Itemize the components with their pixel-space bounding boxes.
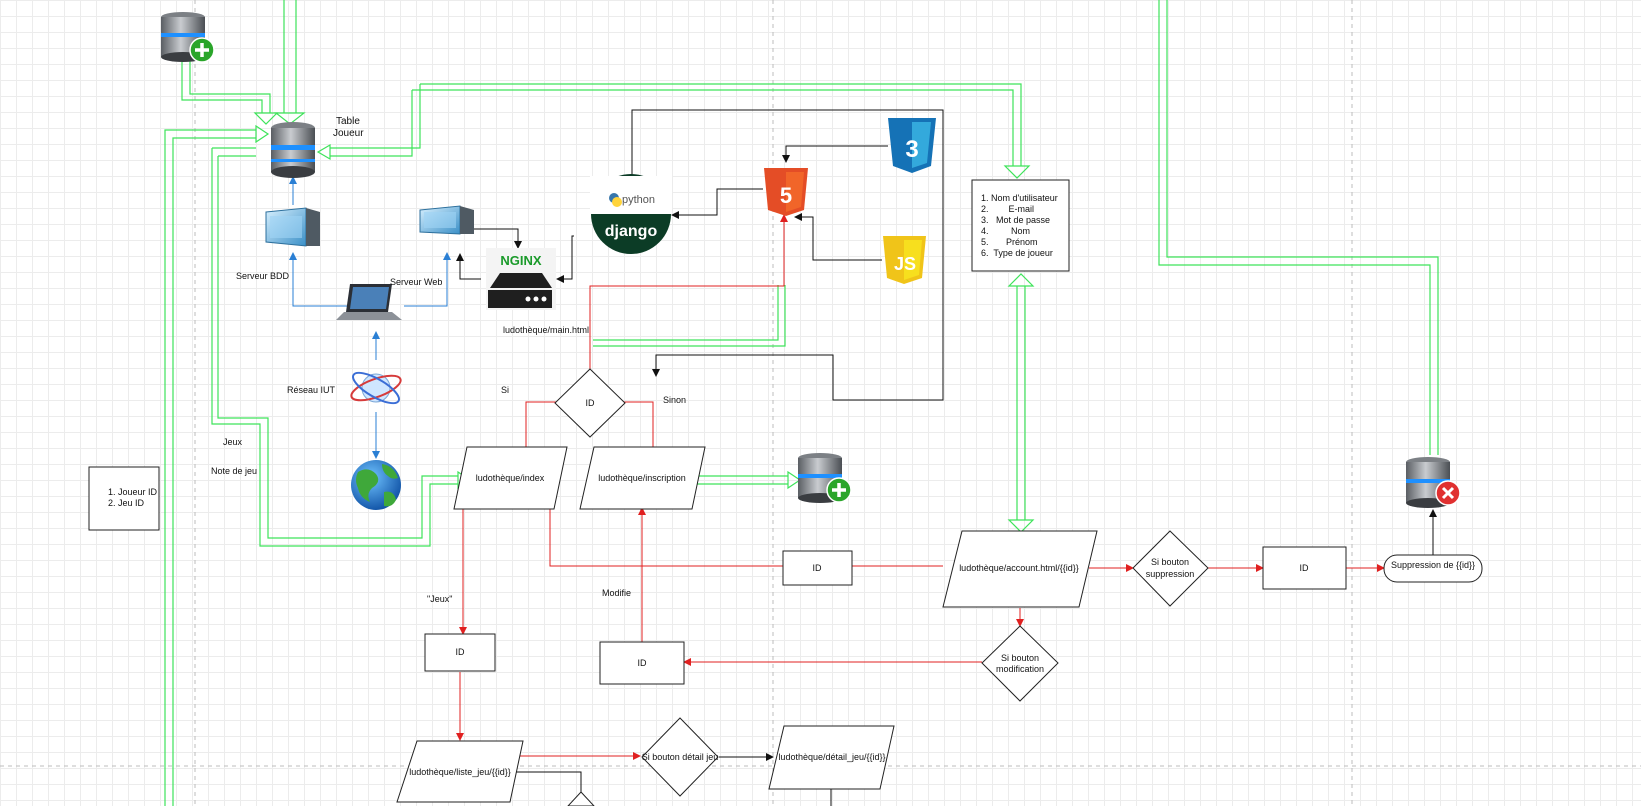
nginx-server-logo: NGINX	[486, 248, 556, 310]
globe-internet-icon	[351, 460, 401, 510]
jeux-quoted-label: "Jeux"	[427, 594, 452, 604]
node-id-mid[interactable]: ID	[782, 550, 853, 586]
decision-suppression-text: Si bouton	[1151, 557, 1189, 567]
html5-icon: 5	[764, 168, 808, 216]
network-iut-icon	[350, 371, 402, 405]
fields-list-item: 6. Type de joueur	[981, 248, 1053, 258]
javascript-icon: JS	[883, 236, 926, 284]
node-liste-jeu[interactable]: ludothèque/liste_jeu/{{id}}	[396, 740, 524, 803]
decision-suppression[interactable]: Si bouton suppression	[1132, 530, 1209, 607]
sinon-label: Sinon	[663, 395, 686, 405]
node-id-jeux-text: ID	[456, 647, 466, 657]
node-id-modif[interactable]: ID	[599, 641, 685, 685]
decision-modification[interactable]: Si bouton modification	[981, 625, 1059, 702]
decision-modification-text: Si bouton	[1001, 653, 1039, 663]
decision-detail-jeu[interactable]: Si bouton détail jeu	[641, 717, 719, 797]
django-logo-text: django	[605, 223, 658, 240]
fields-box	[971, 179, 1070, 272]
laptop-icon	[336, 284, 402, 320]
jeux-label: Jeux	[223, 437, 243, 447]
node-detail-jeu-text: ludothèque/détail_jeu/{{id}}	[778, 752, 885, 762]
ids-list-item: 1. Joueur ID	[108, 487, 158, 497]
serveur-bdd-computer-icon	[265, 207, 320, 247]
blue-connectors	[289, 176, 451, 459]
fields-list-item: 5. Prénom	[981, 237, 1038, 247]
database-table-joueur-icon	[271, 122, 315, 178]
node-id-right-text: ID	[1300, 563, 1310, 573]
js-logo-text: JS	[894, 254, 916, 274]
node-id-right[interactable]: ID	[1262, 546, 1347, 590]
nginx-logo-text: NGINX	[500, 253, 542, 268]
html5-logo-text: 5	[780, 183, 792, 208]
node-inscription-text: ludothèque/inscription	[598, 473, 686, 483]
serveur-web-label: Serveur Web	[390, 277, 442, 287]
node-index[interactable]: ludothèque/index	[453, 446, 568, 510]
node-id-modif-text: ID	[638, 658, 648, 668]
decision-id-text: ID	[586, 398, 596, 408]
fields-list-item: 4. Nom	[981, 226, 1031, 236]
node-id-mid-text: ID	[813, 563, 823, 573]
modifie-label: Modifie	[602, 588, 631, 598]
css3-icon: 3	[888, 118, 936, 173]
fields-list-item: 2. E-mail	[981, 204, 1035, 214]
reseau-iut-label: Réseau IUT	[287, 385, 336, 395]
python-django-logo: python django	[590, 174, 672, 254]
serveur-bdd-label: Serveur BDD	[236, 271, 290, 281]
fields-list-item: 3. Mot de passe	[981, 215, 1051, 225]
node-suppression[interactable]: Suppression de {{id}}	[1383, 554, 1483, 583]
fields-list-item: 1. Nom d'utilisateur	[981, 193, 1058, 203]
red-connectors	[456, 214, 1385, 760]
ids-list-item: 2. Jeu ID	[108, 498, 145, 508]
database-add-inscription-icon	[798, 453, 852, 503]
serveur-web-computer-icon	[419, 205, 474, 235]
decision-suppression-text-2: suppression	[1146, 569, 1195, 579]
black-connectors	[456, 109, 1437, 806]
green-connectors	[164, 0, 1439, 806]
decision-detail-jeu-text: Si bouton détail jeu	[642, 752, 719, 762]
table-joueur-label-2: Joueur	[333, 128, 364, 139]
python-logo-text: python	[622, 194, 655, 206]
node-detail-jeu[interactable]: ludothèque/détail_jeu/{{id}}	[768, 725, 895, 790]
decision-modification-text-2: modification	[996, 664, 1044, 674]
decision-id[interactable]: ID	[554, 368, 626, 438]
main-html-label: ludothèque/main.html	[503, 325, 589, 335]
node-index-text: ludothèque/index	[476, 473, 545, 483]
table-joueur-label: Table	[336, 116, 360, 127]
partial-decision-bottom	[567, 791, 595, 806]
note-de-jeu-label: Note de jeu	[211, 466, 257, 476]
node-account[interactable]: ludothèque/account.html/{{id}}	[942, 530, 1098, 608]
database-delete-icon	[1406, 457, 1461, 508]
node-liste-jeu-text: ludothèque/liste_jeu/{{id}}	[409, 767, 511, 777]
node-suppression-text: Suppression de {{id}}	[1391, 560, 1475, 570]
css3-logo-text: 3	[905, 136, 918, 163]
node-account-text: ludothèque/account.html/{{id}}	[959, 563, 1079, 573]
node-id-jeux[interactable]: ID	[424, 633, 496, 672]
si-label: Si	[501, 385, 509, 395]
node-inscription[interactable]: ludothèque/inscription	[579, 446, 706, 510]
ids-box	[88, 466, 160, 531]
database-add-icon	[161, 12, 215, 63]
